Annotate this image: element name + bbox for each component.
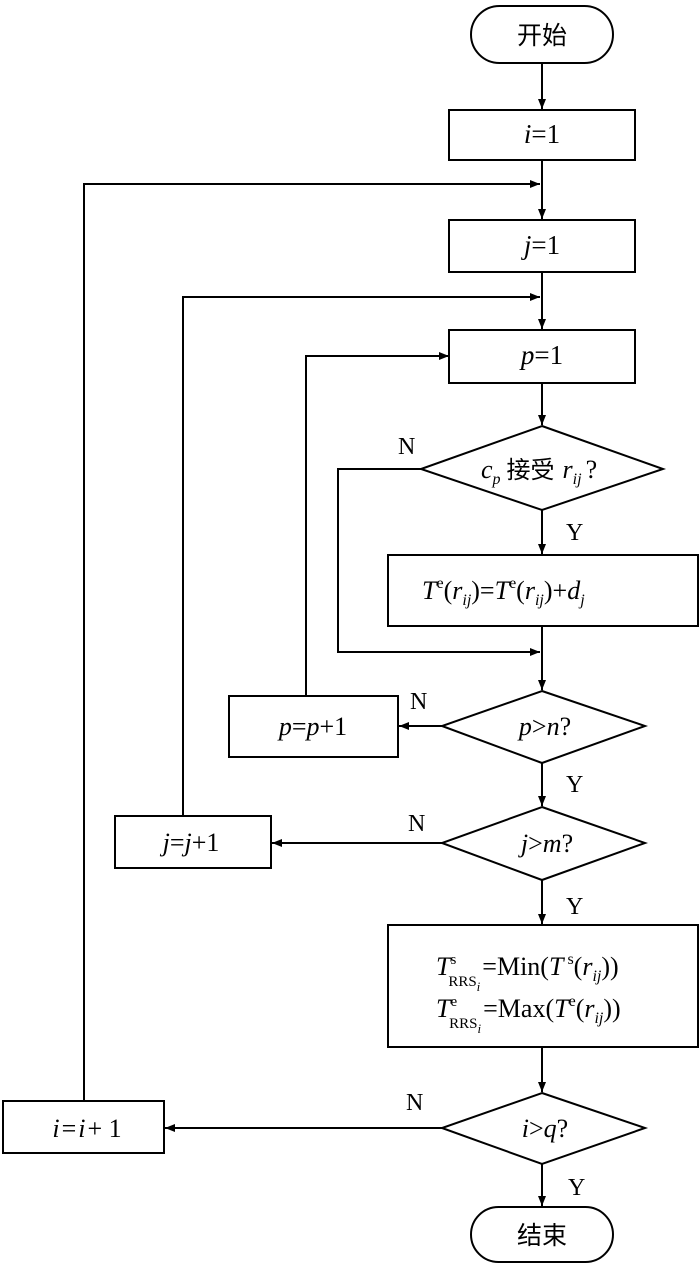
label-no-accept: N — [398, 434, 415, 460]
label-no-j: N — [408, 811, 425, 837]
increment-i-label: i=i+ 1 — [52, 1114, 121, 1143]
edge-loop-j — [182, 293, 540, 816]
increment-i-node: i=i+ 1 — [2, 1100, 165, 1154]
increment-j-node: j=j+1 — [114, 815, 272, 869]
decision-j-node: j>m? — [439, 805, 648, 882]
decision-i-node: i>q? — [439, 1091, 649, 1166]
decision-j-label: j>m? — [518, 829, 573, 858]
branch-labels: N Y N Y N Y N Y — [398, 434, 585, 1201]
edge-decision-accept-no — [337, 468, 540, 656]
decision-p-node: p>n? — [439, 689, 649, 765]
update-te-node: Te(rij)=Te(rij)+dj — [387, 554, 699, 627]
label-yes-j: Y — [566, 894, 583, 920]
edge-loop-p — [305, 352, 449, 696]
increment-j-label: j=j+1 — [160, 828, 220, 857]
edges — [83, 63, 546, 1206]
label-yes-i: Y — [568, 1175, 585, 1201]
init-j-label: j=1 — [521, 230, 560, 260]
end-node: 结束 — [470, 1206, 614, 1263]
decision-p-label: p>n? — [517, 712, 571, 741]
decision-i-label: i>q? — [522, 1114, 568, 1143]
edge-loop-i — [83, 180, 540, 1100]
start-node: 开始 — [470, 5, 614, 64]
label-no-i: N — [406, 1090, 423, 1116]
increment-p-node: p=p+1 — [228, 695, 399, 758]
init-j-node: j=1 — [448, 219, 636, 273]
init-p-label: p=1 — [519, 340, 563, 370]
label-yes-accept: Y — [566, 520, 583, 546]
label-yes-p: Y — [566, 772, 583, 798]
label-no-p: N — [410, 689, 427, 715]
start-label: 开始 — [517, 21, 567, 50]
init-i-label: i=1 — [524, 119, 560, 149]
increment-p-label: p=p+1 — [277, 712, 347, 741]
update-te-label: Te(rij)=Te(rij)+dj — [422, 575, 585, 609]
end-label: 结束 — [517, 1221, 567, 1250]
init-p-node: p=1 — [448, 329, 636, 384]
init-i-node: i=1 — [448, 109, 636, 161]
